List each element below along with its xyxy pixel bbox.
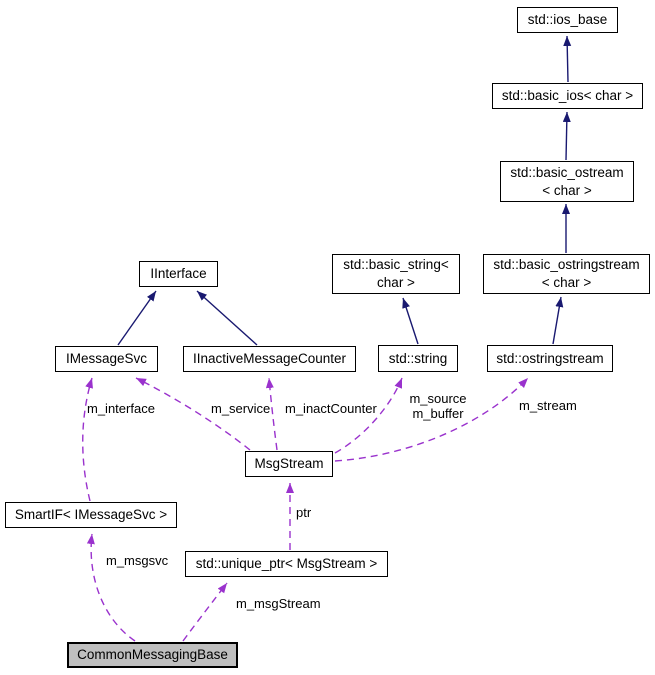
node-std-basic-ios[interactable]: std::basic_ios< char > <box>492 83 643 109</box>
edge-label-m-source-m-buffer: m_source m_buffer <box>409 391 467 421</box>
node-std-unique-ptr-msgstream[interactable]: std::unique_ptr< MsgStream > <box>185 551 388 577</box>
node-imessagesvc[interactable]: IMessageSvc <box>55 346 158 372</box>
edge-label-ptr: ptr <box>296 505 312 520</box>
inheritance-arrow-imessagesvc-iinterface <box>117 290 157 346</box>
edge-label-m-inactcounter: m_inactCounter <box>285 401 377 416</box>
usage-arrow-commonmessagingbase-smartif <box>86 533 136 642</box>
usage-arrow-msgstream-string <box>334 377 403 454</box>
node-commonmessagingbase[interactable]: CommonMessagingBase <box>67 642 238 668</box>
node-iinactivemessagecounter[interactable]: IInactiveMessageCounter <box>183 346 356 372</box>
edge-label-m-msgstream: m_msgStream <box>236 596 321 611</box>
inheritance-arrow-basicios-iosbase <box>563 35 572 83</box>
node-std-basic-string[interactable]: std::basic_string< char > <box>332 254 460 294</box>
usage-arrow-msgstream-iinactivemessagecounter <box>265 377 278 451</box>
inheritance-arrow-string-basicstring <box>402 297 419 345</box>
usage-arrow-commonmessagingbase-uniqueptr <box>182 582 228 642</box>
inheritance-arrow-basicostream-basicios <box>562 111 571 161</box>
usage-arrow-msgstream-ostringstream <box>334 377 529 462</box>
node-std-basic-ostream[interactable]: std::basic_ostream < char > <box>500 161 634 202</box>
edge-label-m-service: m_service <box>211 401 271 416</box>
edge-label-m-msgsvc: m_msgsvc <box>106 553 169 568</box>
edge-label-m-stream: m_stream <box>519 398 577 413</box>
usage-arrow-smartif-imessagesvc <box>82 377 93 502</box>
node-std-ios-base[interactable]: std::ios_base <box>517 7 618 33</box>
edge-label-m-interface: m_interface <box>87 401 155 416</box>
node-smartif-imessagesvc[interactable]: SmartIF< IMessageSvc > <box>5 502 177 528</box>
inheritance-arrow-iinactivemessagecounter-iinterface <box>196 290 258 346</box>
node-iinterface[interactable]: IInterface <box>139 261 218 287</box>
node-std-ostringstream[interactable]: std::ostringstream <box>487 345 613 372</box>
inheritance-arrow-ostringstream-basicostringstream <box>552 296 564 345</box>
usage-arrow-msgstream-imessagesvc <box>135 377 251 451</box>
node-msgstream[interactable]: MsgStream <box>245 451 333 477</box>
node-std-string[interactable]: std::string <box>378 345 458 372</box>
node-std-basic-ostringstream[interactable]: std::basic_ostringstream < char > <box>483 254 650 294</box>
